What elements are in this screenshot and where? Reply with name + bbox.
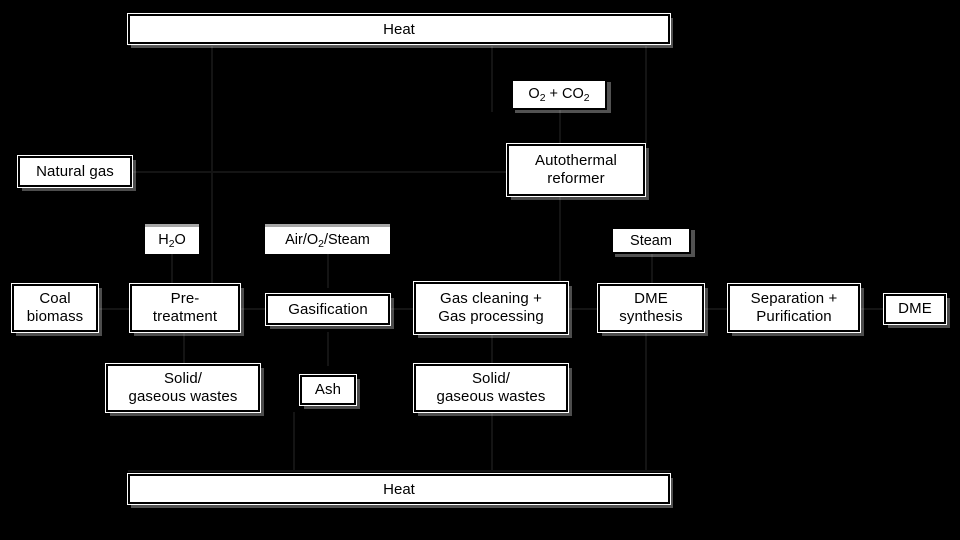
stream-label-h2o: H2O [145, 227, 199, 254]
connector-dme-synthesis-to-heat-bottom [645, 332, 647, 470]
connector-pretreatment-to-gasification [240, 308, 270, 310]
heat-bar-bottom: Heat [127, 473, 671, 505]
stream-label-o2-co2-text: O2 + CO2 [528, 85, 590, 104]
connector-air-to-gasification [327, 254, 329, 288]
connector-heat-top-to-pretreatment [211, 44, 213, 288]
process-box-gasification: Gasification [265, 293, 391, 326]
connector-gasification-to-ash [327, 332, 329, 366]
connector-gas-cleaning-to-dme-synthesis [568, 308, 598, 310]
connector-heat-top-to-o2co2 [491, 44, 493, 112]
heat-bar-top: Heat [127, 13, 671, 45]
heat-bar-bottom-label: Heat [383, 480, 415, 498]
process-box-dme-product: DME [883, 293, 947, 325]
stream-label-air-o2-steam: Air/O2/Steam [265, 227, 390, 254]
heat-bar-top-label: Heat [383, 20, 415, 38]
stream-label-h2o-text: H2O [158, 231, 186, 250]
process-box-dme-product-label: DME [898, 300, 932, 318]
connector-dme-synthesis-to-separation [704, 308, 734, 310]
process-box-autothermal-reformer-label: Autothermal reformer [535, 152, 617, 187]
connector-gas-cleaning-to-wastes-2 [491, 332, 493, 366]
process-box-gas-cleaning-label: Gas cleaning + Gas processing [438, 290, 544, 325]
process-box-solid-gaseous-wastes-2-label: Solid/ gaseous wastes [436, 370, 546, 405]
process-box-dme-synthesis: DME synthesis [597, 283, 705, 333]
connector-pretreatment-to-wastes-1 [183, 332, 185, 366]
connector-reformer-to-gas-cleaning [559, 196, 561, 288]
process-box-separation-purification-label: Separation + Purification [750, 290, 838, 325]
connector-heat-bottom-bus [128, 470, 670, 472]
stream-label-air-o2-steam-text: Air/O2/Steam [285, 231, 370, 250]
connector-gasification-to-heat-bottom [293, 412, 295, 470]
connector-separation-to-dme [856, 308, 886, 310]
process-box-solid-gaseous-wastes-2: Solid/ gaseous wastes [413, 363, 569, 413]
stream-label-o2-co2: O2 + CO2 [511, 79, 607, 110]
process-box-separation-purification: Separation + Purification [727, 283, 861, 333]
connector-wastes-to-heat-bottom [491, 412, 493, 470]
process-box-coal-biomass: Coal biomass [11, 283, 99, 333]
process-box-solid-gaseous-wastes-1-label: Solid/ gaseous wastes [128, 370, 238, 405]
process-box-solid-gaseous-wastes-1: Solid/ gaseous wastes [105, 363, 261, 413]
connector-heat-top-to-reformer [645, 44, 647, 144]
process-box-pre-treatment-label: Pre- treatment [152, 290, 218, 325]
process-box-ash: Ash [299, 374, 357, 406]
process-box-autothermal-reformer: Autothermal reformer [506, 143, 646, 197]
connector-coal-to-pretreatment [98, 308, 132, 310]
connector-o2co2-to-reformer [559, 110, 561, 144]
process-box-dme-synthesis-label: DME synthesis [619, 290, 683, 325]
stream-label-steam-text: Steam [630, 232, 672, 249]
process-box-natural-gas: Natural gas [17, 155, 133, 188]
process-box-gas-cleaning: Gas cleaning + Gas processing [413, 281, 569, 335]
process-box-pre-treatment: Pre- treatment [129, 283, 241, 333]
process-box-gasification-label: Gasification [288, 300, 368, 318]
connector-natural-gas-to-reformer [75, 171, 511, 173]
connector-gasification-to-gas-cleaning [386, 308, 416, 310]
connector-heat-top-bus [128, 44, 670, 46]
process-box-coal-biomass-label: Coal biomass [26, 290, 84, 325]
process-box-ash-label: Ash [314, 381, 342, 399]
connector-steam-to-dme-synthesis [651, 254, 653, 288]
stream-label-steam: Steam [611, 227, 691, 254]
connector-h2o-to-pretreatment [171, 254, 173, 288]
process-box-natural-gas-label: Natural gas [36, 162, 114, 180]
